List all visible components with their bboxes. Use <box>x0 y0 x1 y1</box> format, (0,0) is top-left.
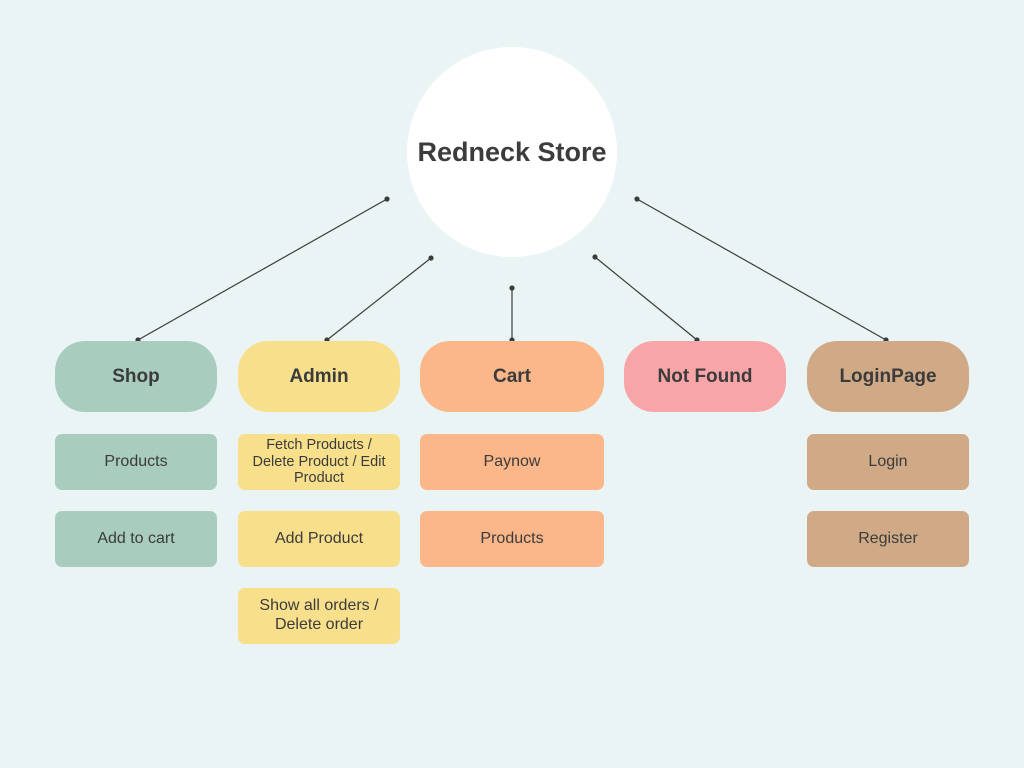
connector-dot <box>634 196 640 202</box>
connector-not-found <box>594 256 698 341</box>
leaf-login-login: Login <box>807 434 969 490</box>
leaf-admin-add-product: Add Product <box>238 511 400 567</box>
root-label: Redneck Store <box>417 136 607 167</box>
connector-dot <box>384 196 390 202</box>
connector-login-page <box>636 198 887 341</box>
branch-login-page: LoginPage <box>807 341 969 412</box>
leaf-admin-show-orders: Show all orders / Delete order <box>238 588 400 644</box>
connector-admin <box>326 257 432 341</box>
connector-dot <box>509 285 515 291</box>
connector-dot <box>592 254 598 260</box>
branch-admin: Admin <box>238 341 400 412</box>
leaf-shop-add-to-cart: Add to cart <box>55 511 217 567</box>
leaf-login-register: Register <box>807 511 969 567</box>
connector-dot <box>428 255 434 261</box>
leaf-shop-products: Products <box>55 434 217 490</box>
branch-not-found: Not Found <box>624 341 786 412</box>
leaf-cart-products: Products <box>420 511 604 567</box>
root-node: Redneck Store <box>407 47 617 257</box>
leaf-admin-fetch-products: Fetch Products / Delete Product / Edit P… <box>238 434 400 490</box>
branch-shop: Shop <box>55 341 217 412</box>
connector-shop <box>137 198 388 341</box>
leaf-cart-paynow: Paynow <box>420 434 604 490</box>
branch-cart: Cart <box>420 341 604 412</box>
